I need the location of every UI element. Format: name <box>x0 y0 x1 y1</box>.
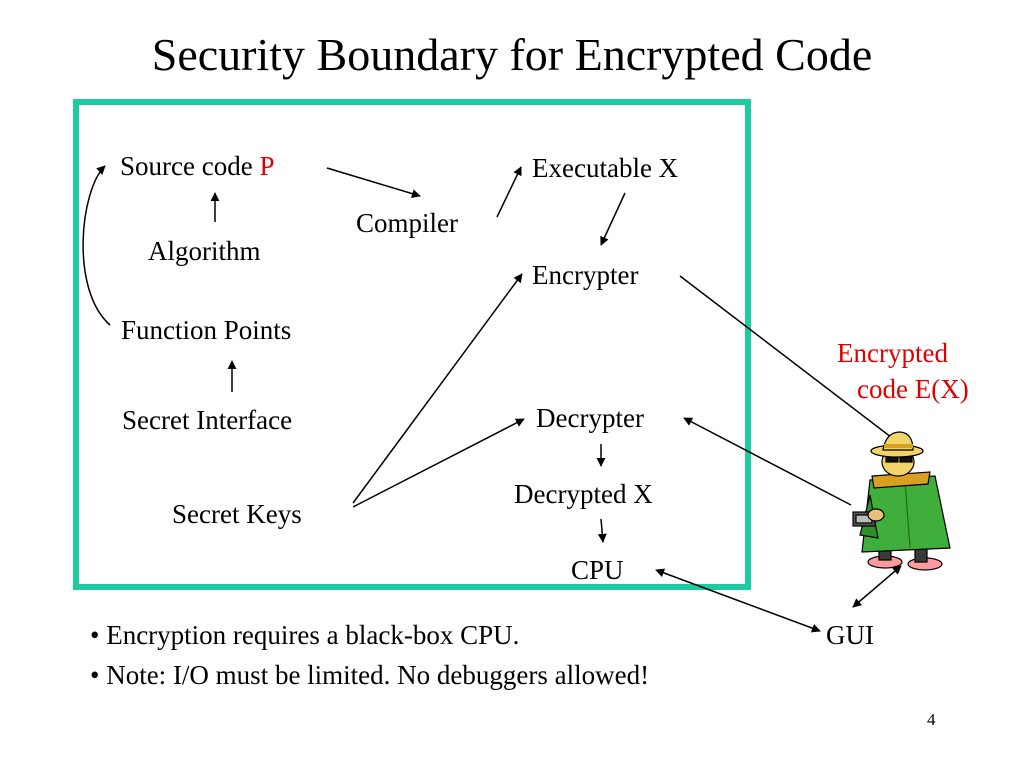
arrow-gui-hacker <box>852 565 902 608</box>
arrow-secret-keys-to-encrypter <box>352 273 523 504</box>
arrow-compiler-to-executable <box>496 166 522 218</box>
page-number: 4 <box>927 710 936 729</box>
compiler-label: Compiler <box>356 208 458 238</box>
gui-label: GUI <box>826 620 874 650</box>
arrow-decrypted-to-cpu <box>597 518 607 543</box>
executable-label: Executable X <box>532 153 679 183</box>
secret-interface-label: Secret Interface <box>122 405 293 435</box>
arrow-encrypter-to-hacker <box>679 275 905 448</box>
source-code-text: Source code <box>120 151 260 181</box>
slide-title: Security Boundary for Encrypted Code <box>151 29 873 80</box>
secret-keys-label: Secret Keys <box>172 499 302 529</box>
algorithm-label: Algorithm <box>148 236 261 266</box>
arrow-function-points-to-source-curve <box>82 165 111 326</box>
encrypter-label: Encrypter <box>532 260 639 290</box>
encrypted-code-label-line2: code E(X) <box>857 374 969 404</box>
function-points-label: Function Points <box>121 315 292 345</box>
decrypted-label: Decrypted X <box>514 479 653 509</box>
bullet-1: • Encryption requires a black-box CPU. <box>90 620 520 650</box>
arrow-hacker-to-decrypter <box>683 417 852 506</box>
arrow-cpu-gui <box>655 568 821 633</box>
cpu-label: CPU <box>571 555 624 585</box>
source-code-label: Source code P <box>120 153 274 180</box>
program-p-variable: P <box>259 151 275 181</box>
arrow-source-to-compiler <box>326 167 421 198</box>
security-boundary-box <box>73 99 751 590</box>
arrow-secret-keys-to-decrypter <box>352 418 525 508</box>
bullet-2: • Note: I/O must be limited. No debugger… <box>90 660 650 690</box>
arrow-executable-to-encrypter <box>600 192 626 246</box>
decrypter-label: Decrypter <box>536 403 644 433</box>
hacker-figure-icon <box>852 431 951 571</box>
encrypted-code-label-line1: Encrypted <box>837 338 948 368</box>
